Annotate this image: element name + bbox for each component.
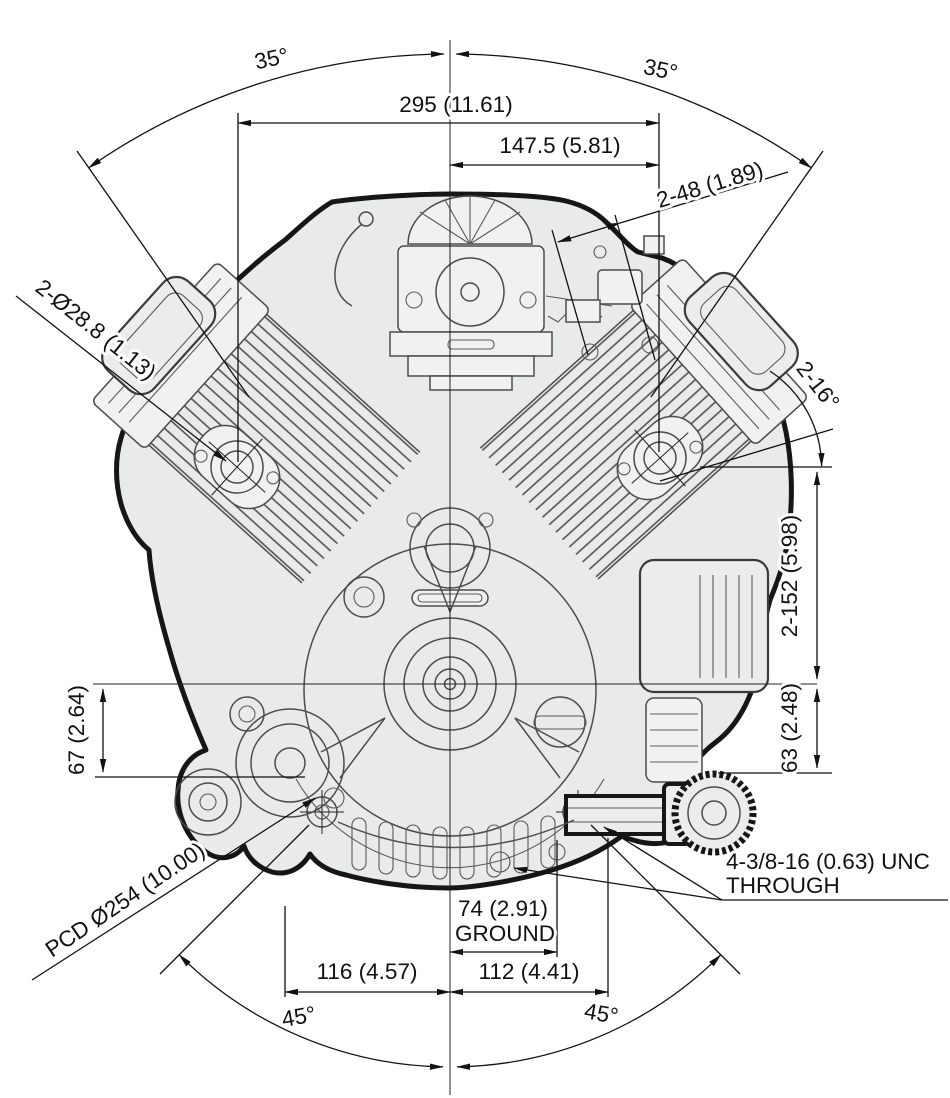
note-mounting-text-2: THROUGH <box>726 873 840 898</box>
dim-lower-right: 63 (2.48) <box>774 680 821 776</box>
note-pcd: PCD Ø254 (10.00) <box>31 797 316 981</box>
left-cylinder <box>93 263 421 584</box>
ignition-module <box>597 269 643 305</box>
angle-bottom-left-text: 45° <box>280 1001 318 1032</box>
starter-motor <box>229 696 345 818</box>
angle-top-left-text: 35° <box>252 43 290 75</box>
note-mounting: 4-3/8-16 (0.63) UNC THROUGH <box>513 826 948 901</box>
oil-sensor <box>343 576 385 618</box>
note-pcd-text: PCD Ø254 (10.00) <box>41 837 209 962</box>
dim-overall-width-text: 295 (11.61) <box>399 92 512 117</box>
angle-top-right-text: 35° <box>641 54 679 86</box>
dim-base-right-text: 112 (4.41) <box>479 959 580 984</box>
pto-coupling-gear <box>671 770 757 856</box>
dim-half-width-text: 147.5 (5.81) <box>499 133 620 158</box>
dim-half-width: 147.5 (5.81) <box>449 130 660 169</box>
engine-body <box>93 191 807 891</box>
oil-fill-boss <box>534 696 586 748</box>
label-ground: GROUND <box>455 921 555 946</box>
dim-lower-left: 67 (2.64) <box>61 682 107 778</box>
angle-bottom-right-text: 45° <box>582 998 620 1029</box>
upper-stud-right <box>641 336 659 354</box>
oil-cooler-housing <box>638 558 770 783</box>
note-mounting-text-1: 4-3/8-16 (0.63) UNC <box>726 849 930 874</box>
dim-stud-spacing-text: 2-48 (1.89) <box>654 157 767 213</box>
upper-stud-left <box>581 343 599 361</box>
stud-boss <box>643 235 665 255</box>
dim-ground-text: 74 (2.91) <box>458 896 548 921</box>
fuel-line <box>334 223 363 307</box>
dim-base-left: 116 (4.57) <box>284 956 451 996</box>
mounting-boss-left <box>300 790 344 834</box>
right-exhaust-port <box>616 415 704 501</box>
dim-cylinder-height: 2-152 (5.98) <box>774 471 821 680</box>
right-valve-cover <box>683 271 799 392</box>
pto-shaft <box>564 770 757 856</box>
left-exhaust-port <box>193 424 281 510</box>
sump-fins <box>337 815 575 880</box>
carburetor-assembly <box>334 195 665 391</box>
dim-ground: 74 (2.91) GROUND <box>449 893 558 956</box>
left-valve-cover <box>101 275 217 396</box>
breather <box>565 299 601 323</box>
dim-lower-left-text: 67 (2.64) <box>64 685 89 775</box>
carb-throat <box>435 257 505 327</box>
dim-base-right: 112 (4.41) <box>449 956 609 996</box>
idler-pulley <box>174 768 242 836</box>
right-cylinder <box>479 259 807 580</box>
dim-overall-width: 295 (11.61) <box>237 89 660 127</box>
dim-cylinder-height-text: 2-152 (5.98) <box>777 515 802 638</box>
dim-lower-right-text: 63 (2.48) <box>777 683 802 773</box>
dim-base-left-text: 116 (4.57) <box>317 959 418 984</box>
